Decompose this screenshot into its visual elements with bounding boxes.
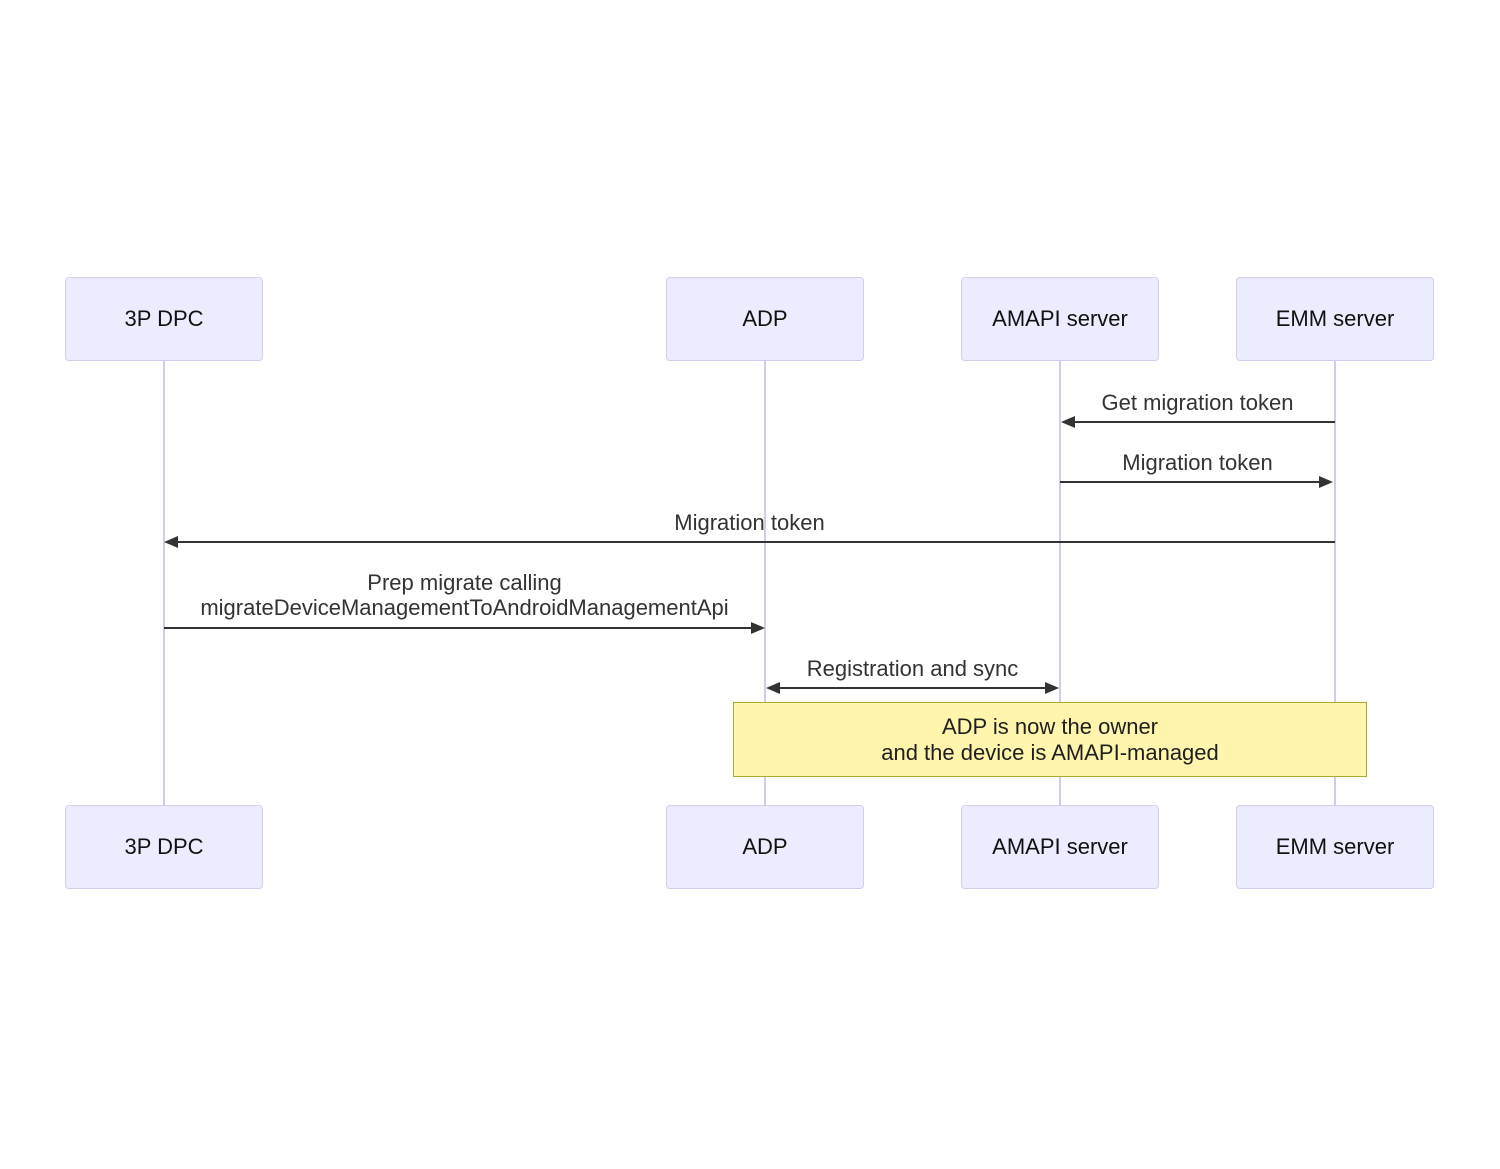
actor-label: EMM server <box>1275 834 1395 859</box>
actor-top-emm-server: EMM server <box>1236 277 1434 361</box>
message-label-migration-token-long: Migration token <box>674 510 825 535</box>
message-line <box>169 541 1335 543</box>
actor-top-3p-dpc: 3P DPC <box>65 277 263 361</box>
lifeline-amapi-server <box>1059 361 1061 805</box>
arrowhead-right-icon <box>1045 682 1059 694</box>
actor-label: 3P DPC <box>124 834 204 859</box>
actor-label: 3P DPC <box>124 306 204 331</box>
actor-label: AMAPI server <box>992 306 1128 331</box>
message-label-prep-migrate: Prep migrate calling migrateDeviceManage… <box>164 570 765 620</box>
actor-label: EMM server <box>1275 306 1395 331</box>
arrowhead-left-icon <box>1061 416 1075 428</box>
actor-bottom-3p-dpc: 3P DPC <box>65 805 263 889</box>
actor-top-adp: ADP <box>666 277 864 361</box>
message-line <box>164 627 760 629</box>
lifeline-adp <box>764 361 766 805</box>
message-label-line-1: Prep migrate calling <box>367 570 562 595</box>
actor-bottom-adp: ADP <box>666 805 864 889</box>
message-label-migration-token: Migration token <box>1122 450 1273 475</box>
lifeline-emm-server <box>1334 361 1336 805</box>
message-line <box>1060 481 1329 483</box>
message-label-get-migration-token: Get migration token <box>1101 390 1294 415</box>
note-adp-owner: ADP is now the owner and the device is A… <box>733 702 1367 777</box>
actor-label: ADP <box>742 834 788 859</box>
arrowhead-right-icon <box>1319 476 1333 488</box>
actor-bottom-emm-server: EMM server <box>1236 805 1434 889</box>
arrowhead-right-icon <box>751 622 765 634</box>
arrowhead-left-icon <box>164 536 178 548</box>
arrowhead-left-icon <box>766 682 780 694</box>
actor-label: AMAPI server <box>992 834 1128 859</box>
message-label-registration-sync: Registration and sync <box>806 656 1019 681</box>
actor-bottom-amapi-server: AMAPI server <box>961 805 1159 889</box>
message-line <box>1066 421 1335 423</box>
message-line <box>772 687 1053 689</box>
lifeline-3p-dpc <box>163 361 165 805</box>
message-label-line-2: migrateDeviceManagementToAndroidManageme… <box>200 595 729 620</box>
actor-top-amapi-server: AMAPI server <box>961 277 1159 361</box>
actor-label: ADP <box>742 306 788 331</box>
note-line-1: ADP is now the owner <box>941 713 1159 739</box>
note-line-2: and the device is AMAPI-managed <box>881 739 1219 765</box>
